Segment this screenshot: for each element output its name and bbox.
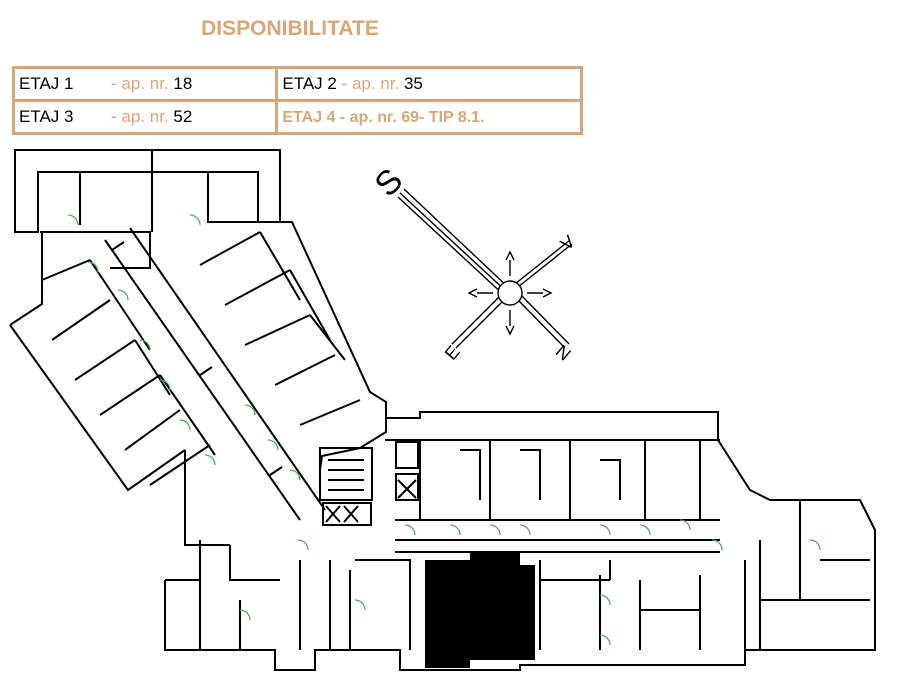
apartment-prefix: - ap. nr. bbox=[111, 74, 169, 93]
diagonal-wing-outline bbox=[9, 232, 186, 492]
floor-cell-3[interactable]: ETAJ 3 - ap. nr. 52 bbox=[11, 99, 279, 135]
floor-cell-2[interactable]: ETAJ 2 - ap. nr. 35 bbox=[275, 66, 583, 102]
availability-table: ETAJ 1 - ap. nr. 18 ETAJ 2 - ap. nr. 35 E… bbox=[11, 66, 583, 135]
door-swings bbox=[67, 214, 821, 646]
apartment-number: 18 bbox=[173, 74, 193, 93]
corridor bbox=[104, 227, 326, 521]
floor-label: ETAJ 1 bbox=[19, 74, 74, 93]
highlighted-apartment-label: ETAJ 4 - ap. nr. 69- TIP 8.1. bbox=[282, 109, 485, 126]
highlighted-apartment bbox=[425, 552, 535, 668]
floor-label: ETAJ 2 bbox=[282, 74, 337, 93]
apartment-number: 52 bbox=[173, 107, 193, 126]
stair-core bbox=[319, 447, 373, 501]
floor-cell-1[interactable]: ETAJ 1 - ap. nr. 18 bbox=[11, 66, 279, 102]
right-block-outline bbox=[164, 411, 876, 671]
floor-label: ETAJ 3 bbox=[19, 107, 74, 126]
needle-n bbox=[517, 295, 570, 349]
top-block-outline bbox=[14, 149, 281, 233]
page-title: DISPONIBILITATE bbox=[201, 17, 379, 40]
apartment-prefix: - ap. nr. bbox=[341, 74, 400, 93]
compass-rose: S V E N bbox=[367, 161, 578, 364]
apartment-number: 35 bbox=[403, 74, 423, 93]
needle-s bbox=[397, 188, 511, 298]
floor-plan bbox=[9, 149, 876, 671]
needle-e bbox=[451, 295, 505, 349]
apartment-prefix: - ap. nr. bbox=[111, 107, 169, 126]
floor-cell-4-highlight[interactable]: ETAJ 4 - ap. nr. 69- TIP 8.1. bbox=[275, 99, 583, 135]
needle-v bbox=[514, 239, 573, 288]
